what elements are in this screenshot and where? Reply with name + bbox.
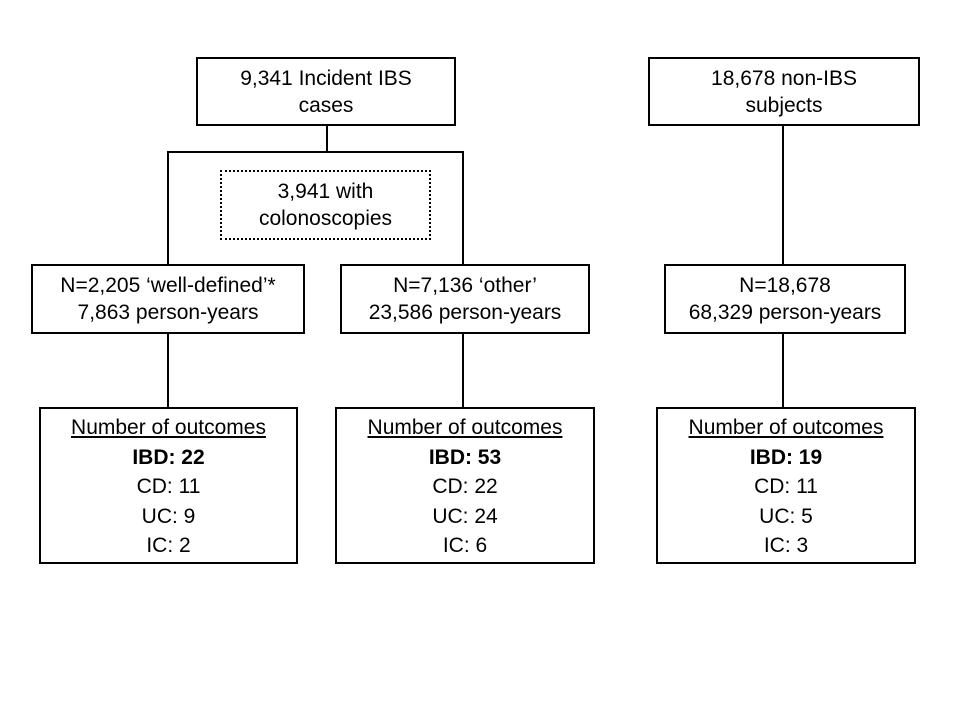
connector-non-ibs-down	[782, 125, 784, 265]
outcomes-header: Number of outcomes	[367, 416, 563, 439]
well-defined-line2: 7,863 person-years	[77, 301, 259, 324]
colonoscopies-line1: 3,941 with	[277, 180, 374, 203]
outcomes-header: Number of outcomes	[71, 416, 266, 439]
outcome-cd: CD: 11	[754, 475, 818, 498]
connector-ibs-down	[326, 125, 328, 152]
non-ibs-line1: 18,678 non-IBS	[711, 66, 857, 90]
outcome-uc: UC: 5	[759, 504, 813, 528]
well-defined-box: N=2,205 ‘well-defined’* 7,863 person-yea…	[31, 264, 305, 334]
outcomes-header: Number of outcomes	[688, 416, 884, 439]
connector-horizontal-bar	[167, 151, 464, 153]
non-ibs-cohort-box: N=18,678 68,329 person-years	[664, 264, 906, 334]
outcome-ibd: IBD: 19	[749, 445, 823, 469]
non-ibs-subjects-box: 18,678 non-IBS subjects	[648, 57, 920, 126]
outcome-uc: UC: 9	[141, 504, 196, 528]
outcome-ic: IC: 6	[442, 534, 488, 557]
outcomes-other-box: Number of outcomes IBD: 53 CD: 22 UC: 24…	[335, 407, 595, 564]
outcomes-well-defined-box: Number of outcomes IBD: 22 CD: 11 UC: 9 …	[39, 407, 298, 564]
ibs-cases-line1: 9,341 Incident IBS	[240, 66, 412, 90]
outcome-cd: CD: 22	[432, 475, 498, 498]
non-ibs-cohort-line1: N=18,678	[739, 274, 831, 297]
non-ibs-cohort-line2: 68,329 person-years	[688, 301, 882, 324]
outcome-cd: CD: 11	[136, 475, 201, 498]
outcome-ic: IC: 2	[146, 534, 191, 557]
connector-right-branch	[462, 151, 464, 265]
non-ibs-line2: subjects	[745, 93, 823, 117]
other-line1: N=7,136 ‘other’	[393, 274, 537, 297]
connector-non-ibs-cohort-down	[782, 333, 784, 409]
well-defined-line1: N=2,205 ‘well-defined’*	[60, 274, 276, 297]
connector-other-down	[462, 333, 464, 409]
colonoscopies-line2: colonoscopies	[258, 207, 393, 230]
other-box: N=7,136 ‘other’ 23,586 person-years	[340, 264, 590, 334]
outcome-ibd: IBD: 22	[132, 445, 205, 469]
connector-well-defined-down	[167, 333, 169, 409]
outcomes-non-ibs-box: Number of outcomes IBD: 19 CD: 11 UC: 5 …	[656, 407, 916, 564]
connector-left-branch	[167, 151, 169, 266]
ibs-cases-line2: cases	[298, 93, 354, 117]
outcome-ibd: IBD: 53	[428, 445, 502, 469]
other-line2: 23,586 person-years	[368, 301, 562, 324]
outcome-ic: IC: 3	[763, 534, 809, 557]
colonoscopies-box: 3,941 with colonoscopies	[220, 170, 431, 240]
ibs-cases-box: 9,341 Incident IBS cases	[196, 57, 456, 126]
outcome-uc: UC: 24	[432, 504, 498, 528]
